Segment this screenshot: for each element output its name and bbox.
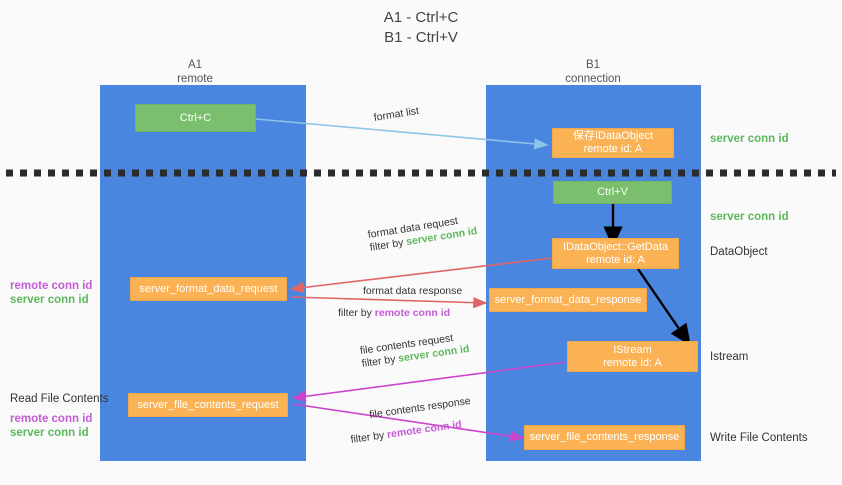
arrow-file-contents-response xyxy=(292,403,525,442)
arrow-format-list xyxy=(255,118,549,150)
arrow-format-data-response xyxy=(290,296,488,309)
side-label-istream: Istream xyxy=(710,351,749,363)
side-label-write-file-contents: Write File Contents xyxy=(710,432,808,444)
title-line-1: A1 - Ctrl+C xyxy=(383,9,459,26)
node-ctrl-v[interactable]: Ctrl+V xyxy=(553,181,672,204)
node-server-format-data-response-label: server_format_data_response xyxy=(494,293,642,306)
node-ctrl-c[interactable]: Ctrl+C xyxy=(135,104,256,132)
node-istream-line2: remote id: A xyxy=(603,356,662,369)
side-label-remote-conn-id-2: remote conn id xyxy=(10,413,93,425)
arrow-format-data-request xyxy=(289,257,553,294)
side-label-dataobject: DataObject xyxy=(710,246,768,258)
node-server-file-contents-request[interactable]: server_file_contents_request xyxy=(128,393,288,417)
column-header-a1-name: A1 xyxy=(187,59,203,71)
node-getdata-line1: IDataObject::GetData xyxy=(562,240,669,253)
arrow-file-contents-request xyxy=(291,361,567,402)
node-getdata-line2: remote id: A xyxy=(586,253,645,266)
edge-label-format-data-response: format data response filter by remote co… xyxy=(338,285,463,320)
node-getdata[interactable]: IDataObject::GetData remote id: A xyxy=(552,238,679,269)
side-label-remote-conn-id-1: remote conn id xyxy=(10,280,93,292)
side-label-read-file-contents: Read File Contents xyxy=(10,393,109,405)
arrow-getdata-to-istream xyxy=(637,268,684,336)
node-server-file-contents-request-label: server_file_contents_request xyxy=(137,398,279,411)
diagram-title: A1 - Ctrl+C B1 - Ctrl+V xyxy=(0,8,842,48)
node-save-dataobject-line1: 保存IDataObject xyxy=(572,130,654,142)
side-label-server-conn-id-top: server conn id xyxy=(710,133,789,145)
node-istream-line1: IStream xyxy=(613,343,652,356)
edge-label-format-data-response-filter-value: remote conn id xyxy=(374,307,451,319)
node-ctrl-c-label: Ctrl+C xyxy=(179,111,212,124)
node-server-format-data-response[interactable]: server_format_data_response xyxy=(489,288,647,312)
column-header-a1-sub: remote xyxy=(177,73,213,85)
node-server-file-contents-response[interactable]: server_file_contents_response xyxy=(524,425,685,450)
node-save-dataobject[interactable]: 保存IDataObject remote id: A xyxy=(552,128,674,158)
column-header-b1-name: B1 xyxy=(585,59,601,71)
title-line-2: B1 - Ctrl+V xyxy=(384,29,458,46)
edge-label-format-data-response-filter-prefix: filter by xyxy=(338,307,372,319)
node-server-format-data-request[interactable]: server_format_data_request xyxy=(130,277,287,301)
column-header-b1-sub: connection xyxy=(565,73,621,85)
side-label-server-conn-id-2: server conn id xyxy=(10,427,89,439)
edge-label-format-data-response-text: format data response xyxy=(363,285,463,297)
node-ctrl-v-label: Ctrl+V xyxy=(597,186,628,198)
node-save-dataobject-line2: remote id: A xyxy=(583,143,643,155)
node-istream[interactable]: IStream remote id: A xyxy=(567,341,698,372)
column-header-a1: A1 remote xyxy=(95,58,295,86)
side-label-server-conn-id-1: server conn id xyxy=(10,294,89,306)
node-server-format-data-request-label: server_format_data_request xyxy=(139,282,278,295)
side-label-server-conn-id-mid: server conn id xyxy=(710,211,789,223)
column-header-b1: B1 connection xyxy=(493,58,693,86)
node-server-file-contents-response-label: server_file_contents_response xyxy=(529,431,680,443)
